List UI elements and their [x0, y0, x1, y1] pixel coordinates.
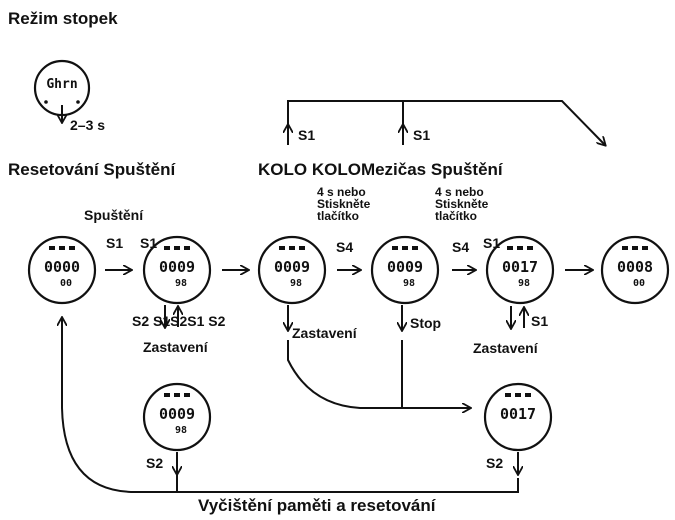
stop-label-left: Zastavení: [143, 339, 208, 355]
watch-lap1-subsegments: 98: [290, 278, 302, 289]
watch-stopped-left-face: 0009 98: [142, 382, 212, 452]
watch-running-subsegments: 98: [175, 278, 187, 289]
watch-stopped-left-subsegments: 98: [175, 425, 187, 436]
watch-stopped-right-face: 0017: [483, 382, 553, 452]
watch-final-subsegments: 00: [633, 278, 645, 289]
s4-label-b: S4: [452, 239, 470, 255]
top-s1-left-label: S1: [298, 127, 316, 143]
watch-final-face: 0008 00: [600, 235, 670, 305]
merge-path-to-stopped-right: [287, 340, 470, 408]
heading-reset-start: Resetování Spuštění: [8, 160, 176, 179]
watch-lap2-face: 0017 98: [485, 235, 555, 305]
watch-split-subsegments: 98: [403, 278, 415, 289]
bottom-return-line: [61, 330, 519, 493]
s2-s1-sequence-label: S2 S1S2S1 S2: [132, 313, 226, 329]
watch-stopped-right-segments: 0017: [500, 405, 536, 423]
stop-label-en: Stop: [410, 315, 442, 331]
watch-ghrn-segments: Ghrn: [46, 77, 77, 92]
watch-reset-segments: 0000: [44, 258, 80, 276]
hold-4s-label-a: 4 s nebo Stiskněte tlačítko: [317, 185, 371, 223]
top-loop-line: [287, 100, 605, 145]
watch-reset-subsegments: 00: [60, 278, 72, 289]
stop-label-right: Zastavení: [473, 340, 538, 356]
top-s1-right-label: S1: [413, 127, 431, 143]
watch-ghrn-face: Ghrn: [33, 59, 91, 117]
watch-final-segments: 0008: [617, 258, 653, 276]
diagram-title: Režim stopek: [8, 9, 118, 28]
watch-split-face: 0009 98: [370, 235, 440, 305]
running-s1-label: S1: [140, 235, 158, 251]
watch-lap2-subsegments: 98: [518, 278, 530, 289]
watch-lap1-segments: 0009: [274, 258, 310, 276]
watch-split-segments: 0009: [387, 258, 423, 276]
right-s1-label: S1: [531, 313, 549, 329]
watch-running-segments: 0009: [159, 258, 195, 276]
lap2-s1-label: S1: [483, 235, 501, 251]
watch-running-face: 0009 98: [142, 235, 212, 305]
start-s1-label: S1: [106, 235, 124, 251]
watch-lap1-face: 0009 98: [257, 235, 327, 305]
s2-label-left: S2: [146, 455, 164, 471]
watch-lap2-segments: 0017: [502, 258, 538, 276]
s2-label-right: S2: [486, 455, 504, 471]
stop-label-mid: Zastavení: [292, 325, 357, 341]
watch-stopped-left-segments: 0009: [159, 405, 195, 423]
hold-4s-label-b: 4 s nebo Stiskněte tlačítko: [435, 185, 489, 223]
heading-lap-split-start: KOLO KOLOMezičas Spuštění: [258, 160, 503, 179]
footer-clear-memory-reset: Vyčištění paměti a resetování: [198, 496, 436, 515]
s4-label-a: S4: [336, 239, 354, 255]
hold-duration-label: 2–3 s: [70, 117, 106, 133]
start-label: Spuštění: [84, 207, 144, 223]
